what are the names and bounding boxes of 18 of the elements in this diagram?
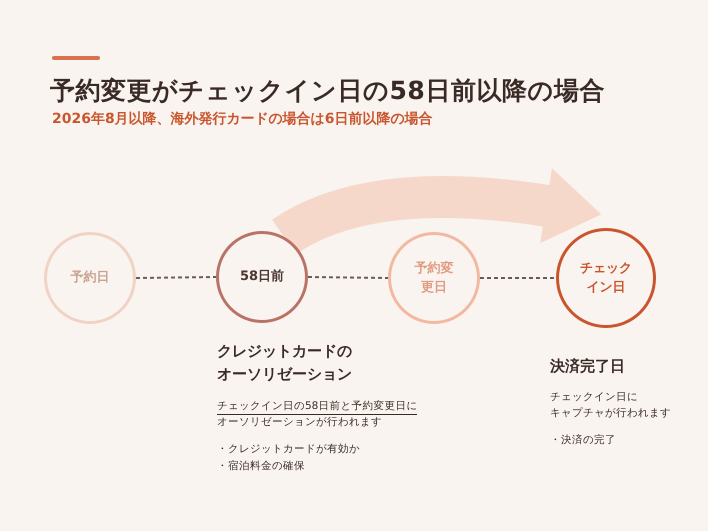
dashed-connector [480,277,556,279]
timeline-circle: 予約変更日 [388,232,480,324]
description-text: キャプチャが行われます [550,406,671,421]
timeline-circle: チェックイン日 [556,228,656,328]
bullet-item: ・決済の完了 [550,432,616,448]
dashed-connector [308,276,388,279]
bullet-item: ・宿泊料金の確保 [217,458,305,474]
subtitle: 2026年8月以降、海外発行カードの場合は6日前以降の場合 [52,110,432,128]
section-heading: 決済完了日 [550,356,626,377]
timeline-circle: 58日前 [216,231,308,323]
bullet-item: ・クレジットカードが有効か [217,442,360,457]
description-text: チェックイン日の58日前と予約変更日に [217,398,418,416]
timeline-circle: 予約日 [44,232,136,324]
title: 予約変更がチェックイン日の58日前以降の場合 [50,75,605,107]
dashed-connector [136,276,216,279]
description-text: オーソリゼーションが行われます [217,415,382,430]
section-heading: クレジットカードのオーソリゼーション [217,341,353,386]
description-text: チェックイン日に [550,390,638,406]
